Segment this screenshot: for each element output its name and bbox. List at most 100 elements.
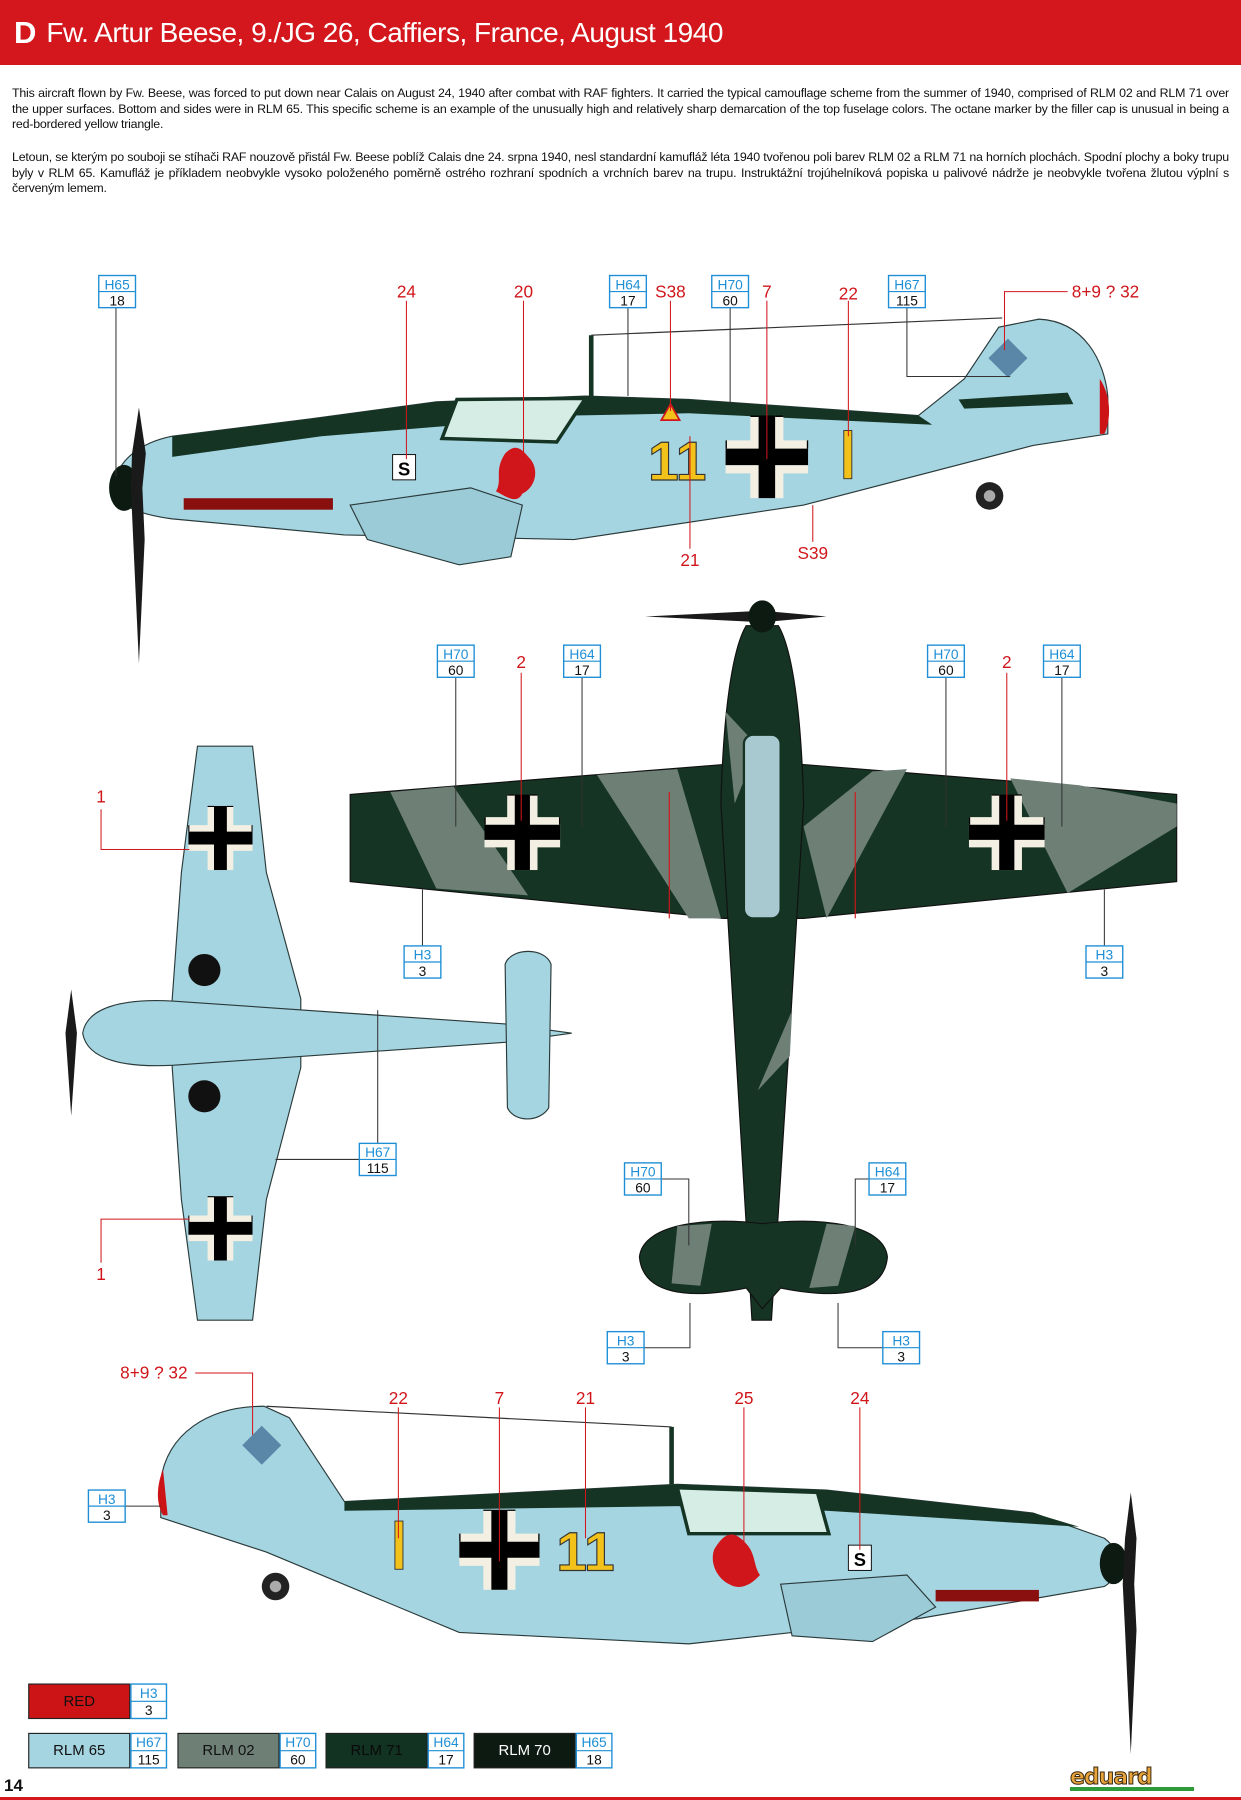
griffin-emblem-right [712,1534,760,1587]
paint-number: 60 [635,1181,651,1196]
legend-color-name: RLM 71 [350,1742,402,1759]
canopy-right [675,1485,832,1536]
fuselage-right [160,1405,1119,1645]
paint-callout-h3: H33 [403,945,442,979]
s-letter: S [398,458,410,479]
fuselage-top-camo [725,711,793,1091]
marking-ref: 20 [514,281,533,301]
fin-diamond [242,1425,282,1465]
wheel-well [188,1080,221,1113]
legend-paint-number: 18 [586,1752,602,1767]
tailplane-camo [671,1223,856,1289]
s-letter-right: S [854,1549,866,1570]
description-czech: Letoun, se kterým po souboji se stíhači … [12,150,1229,195]
leader-lines [100,291,1105,1562]
paint-code: H64 [1049,647,1075,662]
bottom-view [65,745,572,1321]
staffel-bar-right [394,1520,404,1570]
legend-paint-number: 3 [145,1703,153,1718]
marking-ref: 2 [1002,652,1012,672]
paint-callout-h3: H33 [1085,945,1124,979]
antenna-wire [266,1405,672,1428]
paint-number: 17 [574,663,589,678]
marking-ref: 24 [397,281,417,301]
paint-code: H64 [615,277,641,292]
marking-ref: 1 [96,1264,106,1284]
aircraft-number: 11 [648,430,706,492]
wheel-well [188,953,221,987]
marking-ref: 22 [389,1388,408,1408]
canopy-top [742,733,782,920]
marking-ref: 7 [762,281,772,301]
paint-code: H70 [717,277,743,292]
paint-code: H67 [894,277,919,292]
wing [349,487,524,566]
propeller [130,407,146,664]
paint-callout-h3: H33 [882,1330,921,1364]
marking-ref: 25 [734,1388,753,1408]
paint-code: H70 [443,647,469,662]
eduard-logo: eduard [1070,1765,1194,1791]
legend-paint-code: H67 [136,1735,161,1750]
logo-text: eduard [1070,1765,1154,1790]
profile-title: Fw. Artur Beese, 9./JG 26, Caffiers, Fra… [46,16,723,48]
marking-ref: 7 [495,1388,505,1408]
paint-number: 60 [722,293,738,308]
paint-code: H3 [98,1492,116,1507]
rudder-tip-right [157,1469,168,1516]
fuselage-top [720,625,805,1321]
marking-ref: 1 [96,786,106,806]
exhaust-stacks [183,498,333,510]
propeller-bottom [65,989,77,1116]
propeller-right [1122,1492,1137,1755]
paint-number: 17 [1054,663,1069,678]
propeller-top [645,610,827,623]
marking-ref: 8+9 ? 32 [1072,281,1139,301]
tail-wheel-hub [983,490,996,502]
fin-diamond [988,338,1028,378]
legend-paint-code: H3 [140,1686,158,1701]
marking-ref: 8+9 ? 32 [120,1363,187,1383]
legend-color-name: RLM 65 [53,1742,105,1759]
paint-code: H64 [875,1165,901,1180]
legend-paint-code: H64 [433,1735,459,1750]
paint-number: 17 [620,293,635,308]
legend-red: RED H3 3 [28,1683,168,1720]
tail-wheel-hub [269,1580,282,1593]
walkway-lines [668,792,856,919]
tailplane-lower [504,950,552,1120]
legend-color-name: RED [63,1693,95,1710]
marking-ref: S38 [655,281,686,301]
exhaust-stacks [935,1589,1039,1602]
marking-ref: S39 [797,543,828,563]
paint-code: H65 [104,277,130,292]
paint-code: H3 [892,1333,910,1348]
paint-callout-h3: H33 [606,1330,645,1364]
legend-paint-code: H70 [285,1735,311,1750]
paint-callout-h3: H33 [87,1489,126,1523]
paint-number: 3 [103,1508,111,1523]
side-view-right: 11 S [157,1405,1137,1755]
paint-number: 60 [938,663,954,678]
marking-ref: 22 [839,284,858,304]
upper-camouflage [172,396,933,457]
paint-number: 60 [448,663,464,678]
octane-triangle [659,402,682,422]
page-number: 14 [4,1776,23,1795]
legend-color-name: RLM 02 [202,1742,254,1759]
paint-number: 17 [880,1181,895,1196]
legend-color-name: RLM 70 [499,1742,551,1759]
marking-ref: 24 [850,1388,870,1408]
marking-ref: 21 [680,550,699,570]
